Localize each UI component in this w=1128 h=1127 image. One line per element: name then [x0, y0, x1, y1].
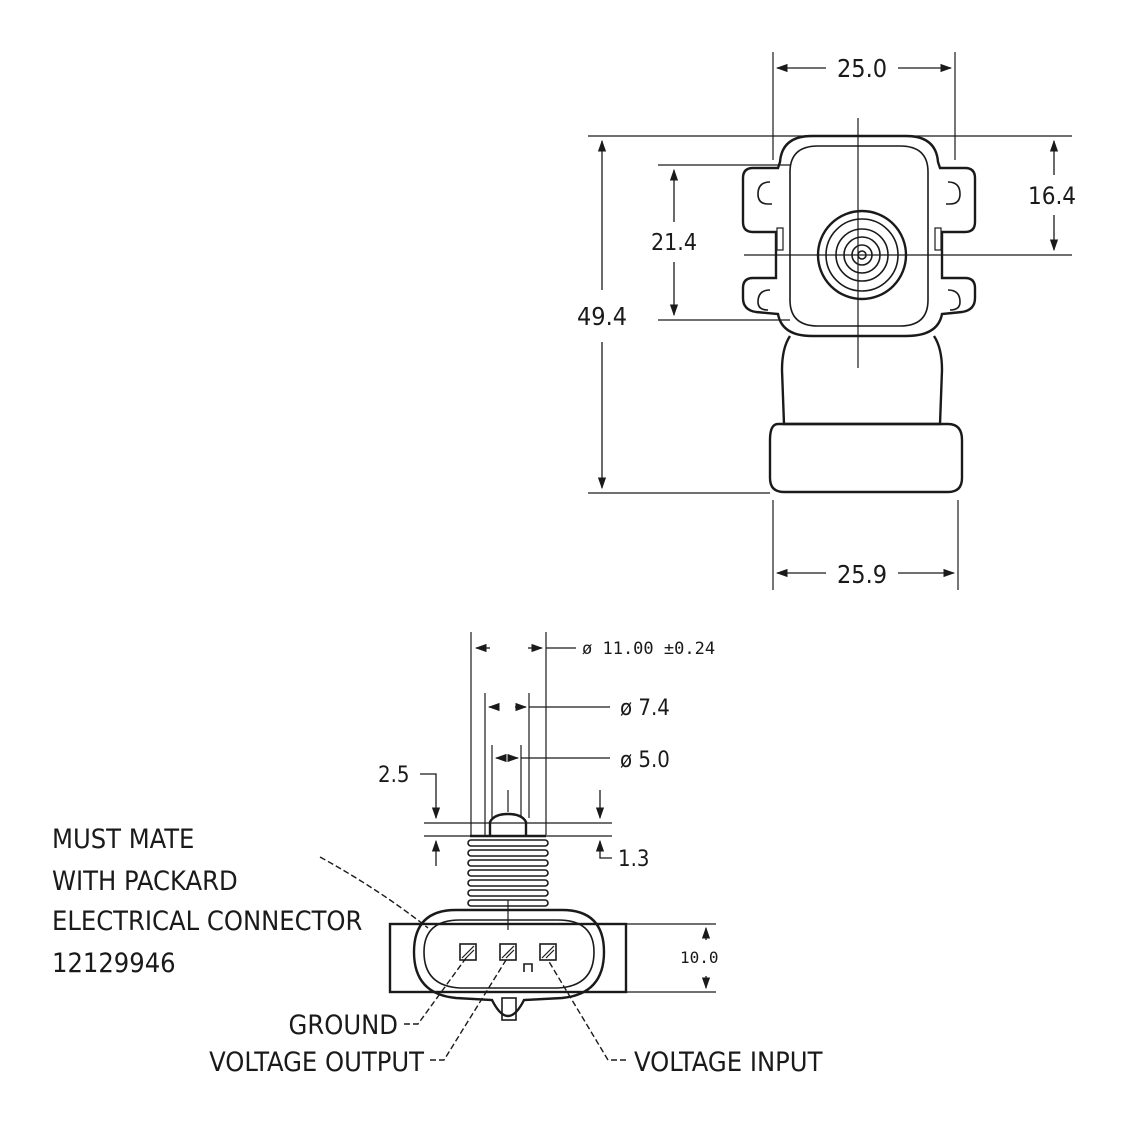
- port-outer-ring: [816, 209, 908, 301]
- clip-top-right: [946, 181, 961, 205]
- dim-inner-diameter: ø 5.0: [620, 748, 670, 773]
- clip-top-left: [757, 181, 772, 205]
- mate-note-line-4: 12129946: [52, 948, 176, 979]
- leader-voltage-input: [547, 959, 626, 1061]
- dim-leader-13: [595, 839, 612, 859]
- label-voltage-input: VOLTAGE INPUT: [634, 1047, 823, 1078]
- dim-mid-diameter: ø 7.4: [620, 696, 670, 721]
- clip-bottom-left: [757, 289, 771, 311]
- dim-connector-height: 10.0: [680, 948, 719, 967]
- leader-voltage-output: [430, 959, 507, 1061]
- port-ring-4: [843, 236, 881, 274]
- port-ring-5: [851, 244, 873, 266]
- top-view: 25.0 49.4 21.4 16.4: [577, 52, 1076, 590]
- side-view: ø 11.00 ±0.24 ø 7.4 ø 5.0 2.5 1.3: [52, 632, 823, 1078]
- rib-stack: [467, 839, 549, 907]
- connector-shroud: [768, 422, 964, 494]
- connector-housing-outer: [412, 908, 606, 1018]
- dim-leader-25: [420, 773, 441, 820]
- side-tab-right: [934, 227, 942, 251]
- leader-ground: [404, 957, 467, 1025]
- port-nipple: [488, 812, 528, 836]
- dim-rib-upper: 2.5: [378, 763, 409, 788]
- label-ground: GROUND: [289, 1010, 398, 1041]
- sensor-body-inner: [789, 145, 929, 327]
- dim-outer-diameter: ø 11.00 ±0.24: [582, 639, 715, 659]
- dim-rib-lower: 1.3: [618, 847, 649, 872]
- mate-note-line-1: MUST MATE: [52, 824, 194, 855]
- port-ring-3: [835, 228, 889, 282]
- mate-note-line-3: ELECTRICAL CONNECTOR: [52, 906, 363, 937]
- port-ring-2: [825, 218, 899, 292]
- dim-mount-hole-spacing: 21.4: [651, 230, 697, 256]
- dim-width-top: 25.0: [837, 54, 887, 83]
- connector-housing-inner: [423, 919, 595, 989]
- pin-voltage-input: [539, 943, 557, 961]
- key-notch: [523, 963, 533, 972]
- clip-bottom-right: [947, 289, 961, 311]
- sensor-body-outline: [741, 134, 977, 338]
- label-voltage-output: VOLTAGE OUTPUT: [209, 1047, 424, 1078]
- mate-note: MUST MATE WITH PACKARD ELECTRICAL CONNEC…: [52, 824, 363, 979]
- pin-voltage-output: [499, 943, 517, 961]
- mate-note-line-2: WITH PACKARD: [52, 866, 238, 897]
- connector-latch: [501, 997, 517, 1021]
- leader-mate-note: [319, 856, 429, 929]
- dim-width-bottom: 25.9: [837, 560, 887, 589]
- port-center: [857, 250, 867, 260]
- dim-port-offset: 16.4: [1028, 182, 1076, 210]
- side-tab-left: [776, 227, 784, 251]
- dim-height-total: 49.4: [577, 302, 627, 331]
- pin-ground: [459, 943, 477, 961]
- connector-neck: [780, 335, 944, 426]
